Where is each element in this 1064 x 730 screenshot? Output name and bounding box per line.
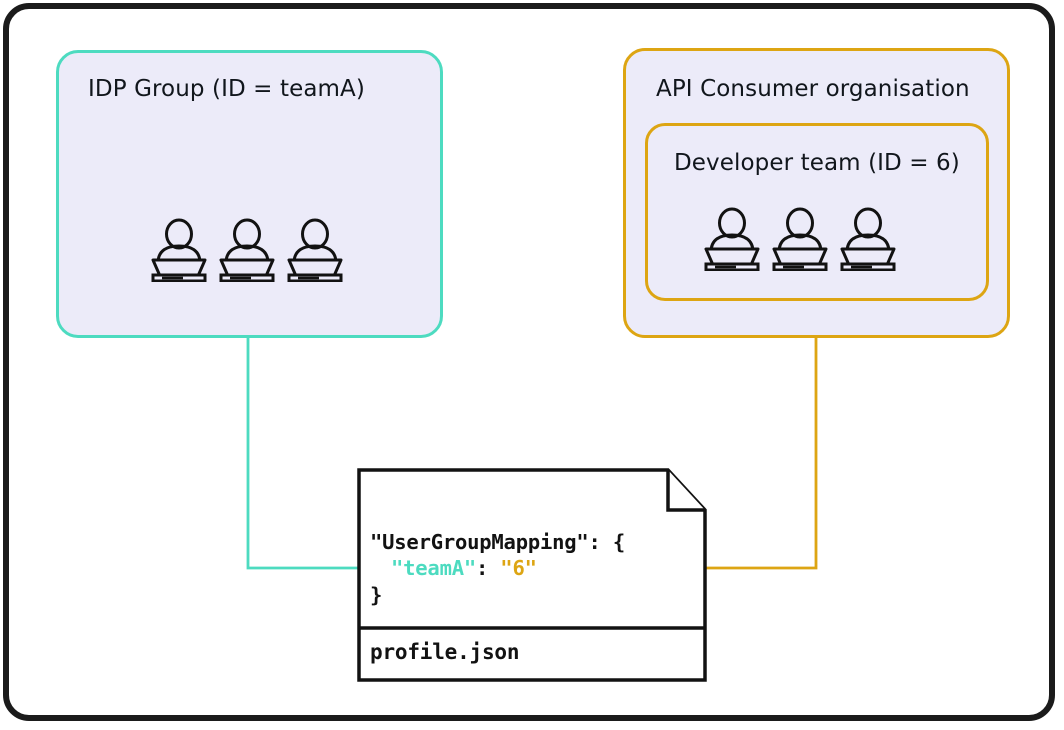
json-value-six: "6" xyxy=(500,556,537,580)
json-code-line-2: "teamA": "6" xyxy=(391,556,537,580)
person-with-laptop-icon xyxy=(772,207,828,271)
document-shape-icon xyxy=(357,468,707,682)
idp-group-title: IDP Group (ID = teamA) xyxy=(88,76,365,102)
idp-group-people xyxy=(150,218,344,282)
document-filename: profile.json xyxy=(370,640,520,664)
person-with-laptop-icon xyxy=(287,218,343,282)
idp-to-json-connector xyxy=(246,338,386,570)
person-with-laptop-icon xyxy=(151,218,207,282)
developer-team-title: Developer team (ID = 6) xyxy=(674,150,960,176)
api-org-title: API Consumer organisation xyxy=(656,76,970,102)
person-with-laptop-icon xyxy=(840,207,896,271)
person-with-laptop-icon xyxy=(704,207,760,271)
idp-group-box[interactable] xyxy=(56,50,443,338)
json-separator: : xyxy=(476,556,501,580)
profile-json-document[interactable]: "UserGroupMapping": { "teamA": "6" } pro… xyxy=(357,468,707,682)
person-with-laptop-icon xyxy=(219,218,275,282)
json-key-teama: "teamA" xyxy=(391,556,476,580)
developer-team-people xyxy=(703,207,897,271)
json-code-line-3: } xyxy=(370,583,383,607)
json-code-line-1: "UserGroupMapping": { xyxy=(370,530,625,554)
developer-team-box[interactable] xyxy=(645,123,989,301)
